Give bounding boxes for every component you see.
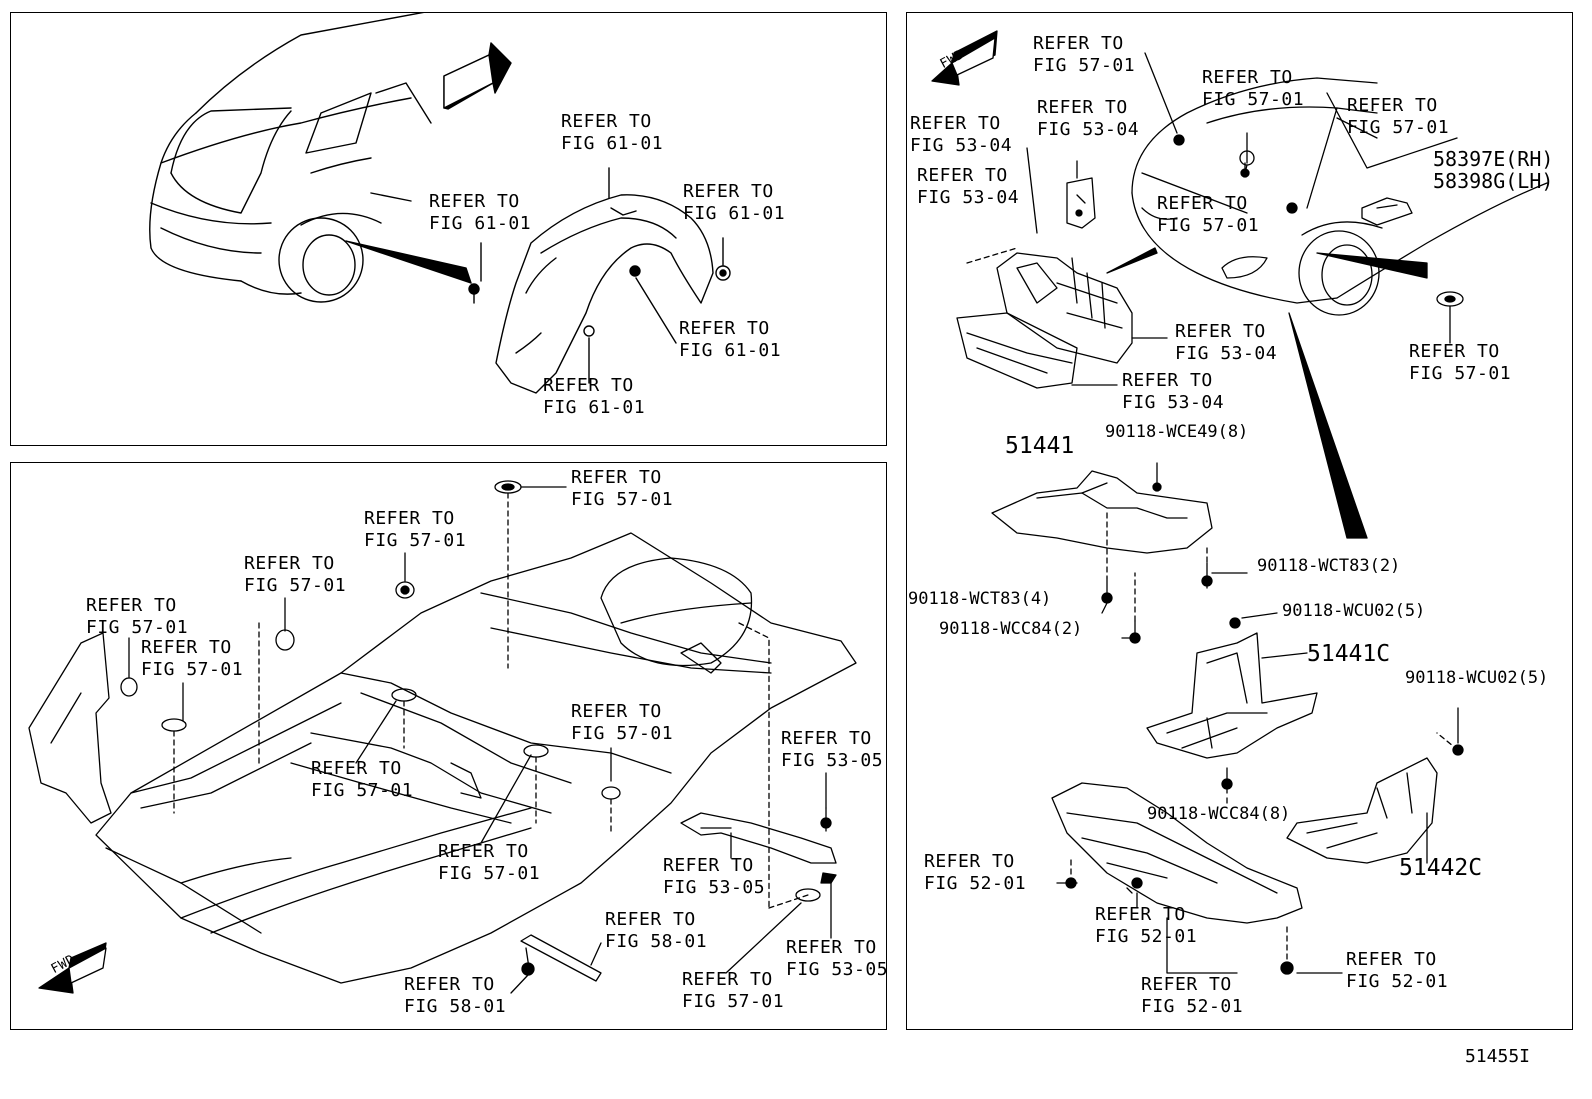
part-number-90118-wcu02-5-a[interactable]: 90118-WCU02(5) — [1282, 601, 1426, 621]
bolt-icon — [1201, 562, 1213, 589]
illustration-code: 51455I — [1464, 1046, 1530, 1067]
plug-icon — [275, 629, 295, 651]
part-number-58397e[interactable]: 58397E(RH) — [1433, 147, 1554, 171]
part-number-51442c[interactable]: 51442C — [1399, 855, 1483, 881]
bolt-icon — [1221, 767, 1233, 794]
part-number-90118-wcu02-5-b[interactable]: 90118-WCU02(5) — [1405, 668, 1549, 688]
nut-icon — [1229, 617, 1241, 629]
plug-icon — [120, 677, 138, 697]
fwd-arrow-icon — [931, 30, 998, 86]
part-number-90118-wct83-4[interactable]: 90118-WCT83(4) — [908, 589, 1052, 609]
part-number-90118-wcc84-2[interactable]: 90118-WCC84(2) — [939, 619, 1083, 639]
part-number-58398g[interactable]: 58398G(LH) — [1433, 169, 1554, 193]
bolt-icon — [1101, 577, 1113, 604]
plug-icon — [391, 688, 417, 702]
front-undercover-drawing — [931, 30, 1548, 975]
fwd-arrow-icon — [38, 942, 107, 994]
part-number-51441c[interactable]: 51441C — [1307, 641, 1391, 667]
part-number-90118-wct83-2[interactable]: 90118-WCT83(2) — [1257, 556, 1401, 576]
plug-icon — [795, 888, 821, 902]
part-number-90118-wcc84-8[interactable]: 90118-WCC84(8) — [1147, 804, 1291, 824]
floor-undercover-drawing — [28, 480, 857, 994]
part-number-51441[interactable]: 51441 — [1005, 433, 1075, 459]
plug-icon — [523, 744, 549, 758]
plug-icon — [494, 480, 522, 494]
part-number-90118-wce49[interactable]: 90118-WCE49(8) — [1105, 422, 1249, 442]
plug-icon — [601, 786, 621, 800]
rear-fender-liner-drawing — [149, 13, 731, 394]
plug-icon — [395, 581, 415, 599]
fwd-arrow-icon — [443, 42, 512, 110]
bolt-icon — [1129, 620, 1141, 644]
